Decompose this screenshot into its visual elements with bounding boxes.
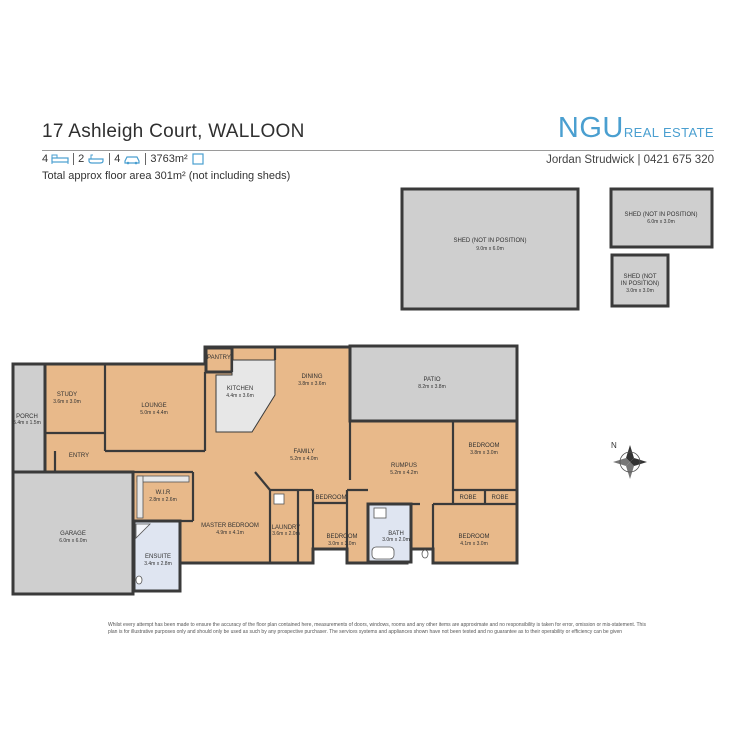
lounge-dim: 5.0m x 4.4m [140, 410, 168, 416]
brand-name: NGU [557, 112, 624, 144]
land-size: 3763m² [150, 153, 188, 165]
rumpus-name: RUMPUS [391, 463, 417, 469]
header-divider [42, 150, 714, 151]
agent-contact: Jordan Strudwick | 0421 675 320 [546, 154, 714, 166]
disclaimer: Whilst every attempt has been made to en… [108, 622, 646, 635]
shed-large [400, 187, 580, 311]
master-dim: 4.9m x 4.1m [216, 530, 244, 536]
laundry-tub-icon [273, 493, 285, 505]
bed-icon [51, 153, 69, 165]
bedroom-mid-dim: 3.0m x 3.0m [328, 541, 356, 547]
floor-area-note: Total approx floor area 301m² (not inclu… [42, 170, 291, 182]
toilet-icon [421, 549, 429, 559]
dining-name: DINING [302, 374, 323, 380]
bedroom-se-name: BEDROOM [458, 534, 489, 540]
wir-dim: 2.8m x 2.6m [149, 497, 177, 503]
laundry-dim: 3.6m x 2.0m [272, 531, 300, 537]
study-name: STUDY [57, 392, 77, 398]
car-icon [123, 153, 141, 165]
shed-medium [609, 187, 714, 249]
porch-dim: 5.4m x 1.5m [13, 420, 41, 426]
wir-shelf [136, 475, 190, 483]
bedroom-ne-name: BEDROOM [468, 443, 499, 449]
car-count: 4 [114, 153, 121, 165]
bath-count: 2 [78, 153, 85, 165]
garage-name: GARAGE [60, 531, 86, 537]
robe-1-name: ROBE [459, 495, 476, 501]
compass-icon: N [611, 441, 647, 479]
bathtub-icon [371, 546, 395, 560]
shed-small [610, 253, 670, 308]
shed-small-dim: 3.0m x 3.0m [626, 288, 654, 294]
shed-small-name: SHED (NOT [624, 274, 657, 280]
land-area-icon [191, 153, 209, 165]
laundry-name: LAUNDRY [272, 525, 301, 531]
patio-name: PATIO [423, 377, 440, 383]
bedroom-ne-dim: 3.8m x 3.0m [470, 450, 498, 456]
ensuite-name: ENSUITE [145, 554, 171, 560]
shed-medium-name: SHED (NOT IN POSITION) [625, 212, 698, 218]
wir-name: W.I.R [156, 490, 171, 496]
property-address: 17 Ashleigh Court, WALLOON [42, 121, 305, 142]
bedroom-mid-name: BEDROOM [326, 534, 357, 540]
bath-name: BATH [388, 531, 404, 537]
patio-dim: 8.2m x 3.8m [418, 384, 446, 390]
wir-shelf [136, 475, 144, 519]
dining-dim: 3.8m x 3.6m [298, 381, 326, 387]
shed-large-name: SHED (NOT IN POSITION) [454, 238, 527, 244]
stats-divider [145, 153, 147, 165]
shed-small-name-2: IN POSITION) [621, 281, 659, 287]
family-name: FAMILY [294, 449, 315, 455]
kitchen-name: KITCHEN [227, 386, 253, 392]
bath-icon [87, 153, 105, 165]
study-dim: 3.6m x 3.0m [53, 399, 81, 405]
garage-dim: 6.0m x 6.0m [59, 538, 87, 544]
family-dim: 5.2m x 4.0m [290, 456, 318, 462]
toilet-icon [135, 575, 143, 585]
vanity-icon [373, 507, 387, 519]
bath-dim: 3.0m x 2.0m [382, 537, 410, 543]
brand-subtitle: REAL ESTATE [623, 125, 714, 140]
ensuite-dim: 3.4m x 2.8m [144, 561, 172, 567]
brand-logo: NGUREAL ESTATE [558, 112, 714, 145]
shed-large-dim: 9.0m x 6.0m [476, 246, 504, 252]
robe-2-name: ROBE [491, 495, 508, 501]
bed-count: 4 [42, 153, 49, 165]
lounge-name: LOUNGE [141, 403, 166, 409]
bedroom-se-dim: 4.1m x 3.0m [460, 541, 488, 547]
pantry-name: PANTRY [207, 355, 231, 361]
kitchen-benches [215, 359, 276, 433]
entry-name: ENTRY [69, 453, 89, 459]
master-name: MASTER BEDROOM [201, 523, 259, 529]
kitchen-dim: 4.4m x 3.6m [226, 393, 254, 399]
compass-north-label: N [611, 441, 617, 450]
shed-medium-dim: 6.0m x 3.0m [647, 219, 675, 225]
shower-icon [135, 523, 151, 539]
rumpus-dim: 5.2m x 4.2m [390, 470, 418, 476]
stats-divider [73, 153, 75, 165]
porch-name: PORCH [16, 414, 38, 420]
stats-divider [109, 153, 111, 165]
property-stats: 4 2 4 3763m² [42, 153, 209, 165]
bedroom-label: BEDROOM [315, 495, 346, 501]
